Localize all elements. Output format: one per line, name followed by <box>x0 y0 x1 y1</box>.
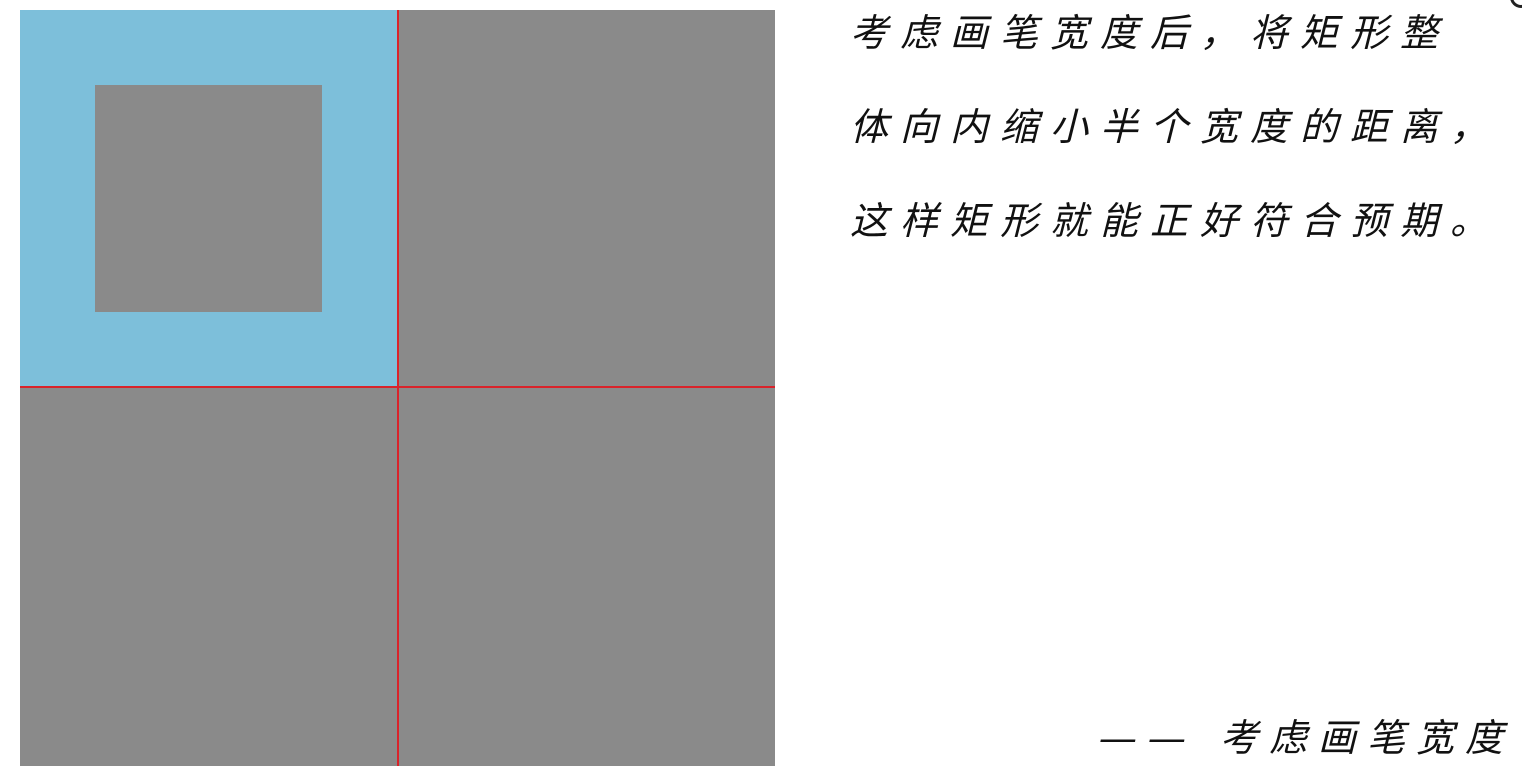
inset-rectangle <box>95 85 322 312</box>
diagram-canvas <box>20 10 775 766</box>
explanation-line-1: 考虑画笔宽度后，将矩形整 <box>850 11 1451 55</box>
explanation-line-2: 体向内缩小半个宽度的距离， <box>850 105 1501 149</box>
signature-caption: —— 考虑画笔宽度 <box>1098 716 1514 760</box>
explanation-text: 考虑画笔宽度后，将矩形整 体向内缩小半个宽度的距离， 这样矩形就能正好符合预期。 <box>850 14 1510 296</box>
corner-circle-icon <box>1510 0 1522 8</box>
explanation-line-3: 这样矩形就能正好符合预期。 <box>850 199 1501 243</box>
highlighted-cell <box>20 10 398 387</box>
horizontal-grid-line <box>20 386 775 388</box>
vertical-grid-line <box>397 10 399 766</box>
